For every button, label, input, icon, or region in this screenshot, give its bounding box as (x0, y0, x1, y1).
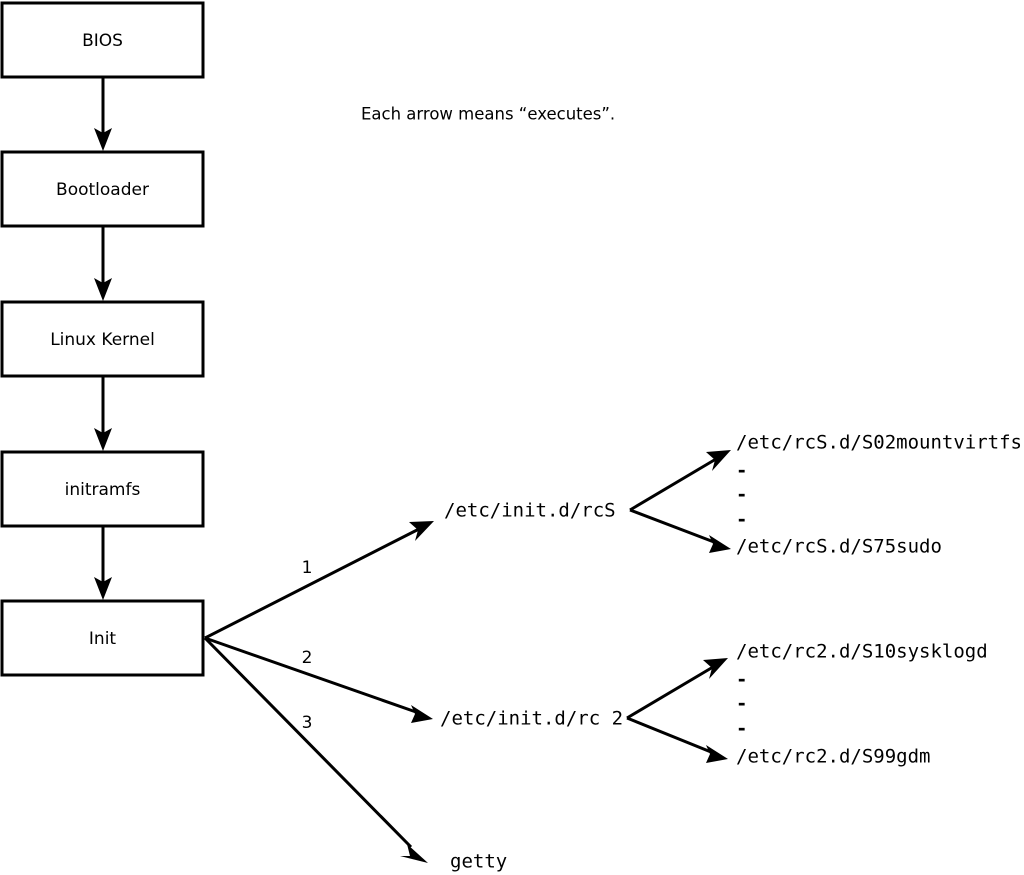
node-bootloader[interactable]: Bootloader (0, 150, 205, 228)
rcs-script-last: /etc/rcS.d/S75sudo (736, 536, 942, 558)
edge-number-1: 1 (302, 558, 313, 578)
node-linux-kernel[interactable]: Linux Kernel (0, 300, 205, 378)
initramfs-label: initramfs (65, 480, 141, 500)
linux-kernel-label: Linux Kernel (50, 330, 155, 350)
label-getty: getty (450, 851, 507, 873)
rcs-ellipsis-dash: - (736, 484, 747, 506)
arrowhead-icon (400, 844, 428, 863)
rcs-ellipsis-dash: - (736, 460, 747, 482)
init-box[interactable] (0, 599, 205, 677)
arrowhead-icon (94, 577, 112, 600)
arrowhead-icon (409, 521, 434, 541)
arrowhead-icon (94, 278, 112, 301)
arrow-rc2-to-last-script (626, 716, 728, 763)
arrow-init-to-getty (203, 636, 428, 863)
arrowhead-icon (94, 428, 112, 451)
node-initramfs[interactable]: initramfs (0, 450, 205, 528)
arrowhead-icon (706, 450, 731, 471)
arrowhead-icon (706, 745, 728, 763)
rc2-ellipsis-dash: - (736, 669, 747, 691)
init-label: Init (89, 629, 117, 649)
arrowhead-icon (709, 535, 731, 553)
rc2-script-last: /etc/rc2.d/S99gdm (736, 746, 930, 768)
arrow-init-to-rcs (204, 521, 434, 640)
bootloader-box[interactable] (0, 150, 205, 228)
initramfs-box[interactable] (0, 450, 205, 528)
arrow-rcs-to-last-script (629, 508, 731, 553)
label-init-d-rc2: /etc/init.d/rc 2 (440, 708, 623, 730)
bootloader-label: Bootloader (56, 180, 149, 200)
node-init[interactable]: Init (0, 599, 205, 677)
arrowhead-icon (703, 658, 728, 679)
arrow-initramfs-to-init (94, 526, 112, 600)
arrow-bootloader-to-kernel (94, 226, 112, 301)
arrow-kernel-to-initramfs (94, 376, 112, 451)
rc2-ellipsis-dash: - (736, 718, 747, 740)
arrow-init-to-rc2 (204, 636, 433, 723)
rc2-ellipsis-dash: - (736, 693, 747, 715)
arrow-rcs-to-first-script (629, 450, 731, 512)
arrow-rc2-to-first-script (626, 658, 728, 720)
bios-label: BIOS (82, 31, 123, 51)
rcs-script-first: /etc/rcS.d/S02mountvirtfs (736, 432, 1022, 454)
node-bios[interactable]: BIOS (0, 1, 205, 79)
edge-number-3: 3 (302, 713, 313, 733)
label-init-d-rcs: /etc/init.d/rcS (444, 500, 616, 522)
arrowhead-icon (94, 128, 112, 151)
arrow-bios-to-bootloader (94, 77, 112, 151)
bios-box[interactable] (0, 1, 205, 79)
edge-number-2: 2 (302, 648, 313, 668)
rcs-ellipsis-dash: - (736, 509, 747, 531)
arrowhead-icon (411, 705, 433, 723)
diagram-caption: Each arrow means “executes”. (361, 105, 615, 124)
rc2-script-first: /etc/rc2.d/S10sysklogd (736, 641, 988, 663)
